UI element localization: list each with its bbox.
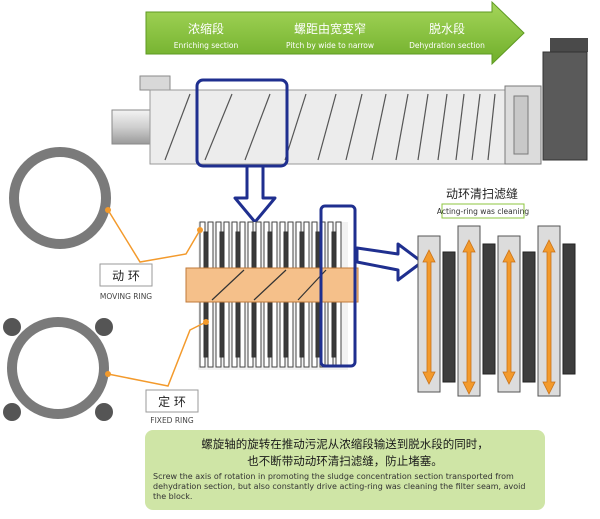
fixed-ring-label-zh: 定 环 [158,394,186,409]
caption-zh-line-2: 也不断带动动环清扫滤缝，防止堵塞。 [247,454,443,468]
fixed-ring [7,317,109,419]
moving-ring-label-en: MOVING RING [100,292,152,301]
banner-section-1-zh: 浓缩段 [188,21,224,36]
highlight-box-enriching [195,78,289,168]
cleaning-label-box [441,203,525,219]
moving-ring-leader-dot-end [197,227,203,233]
moving-plates [442,243,576,383]
moving-ring [9,147,111,249]
caption-zh-line-1: 螺旋轴的旋转在推动污泥从浓缩段输送到脱水段的同时， [201,437,489,451]
caption-en: Screw the axis of rotation in promoting … [153,472,526,501]
arrow-to-detail [355,242,424,282]
drive-motor-top [550,38,588,52]
cleaning-label-en: Acting-ring was cleaning [437,207,529,216]
banner-section-2-zh: 螺距由宽变窄 [294,21,366,36]
moving-ring-label-box [99,263,153,287]
arrow-to-ring-stack [233,164,277,224]
screw-flights [164,93,496,161]
shaft-right-collar [513,95,529,155]
screw-shaft-core [185,267,359,303]
drive-motor [542,51,588,161]
fixed-ring-lugs [3,318,113,421]
motion-arrows [422,239,556,395]
highlight-box-dehydration [319,204,357,368]
banner-section-3-en: Dehydration section [409,41,485,50]
fixed-ring-label-en: FIXED RING [150,416,194,425]
process-banner-arrow [145,0,525,66]
fixed-ring-leader-dot-end [203,319,209,325]
banner-section-1-en: Enriching section [174,41,239,50]
moving-ring-label-zh: 动 环 [112,269,140,283]
fixed-ring-label-box [145,389,199,413]
fixed-ring-leader [107,321,207,387]
shaft-left-cap [139,75,171,91]
moving-ring-leader-dot [105,207,111,213]
banner-section-2-en: Pitch by wide to narrow [286,41,374,50]
caption-box: 螺旋轴的旋转在推动污泥从浓缩段输送到脱水段的同时， 也不断带动动环清扫滤缝，防止… [145,430,545,510]
moving-ring-leader [107,209,201,263]
banner-section-3-zh: 脱水段 [429,21,465,36]
cleaning-label-zh: 动环清扫滤缝 [446,186,518,201]
shaft-thread-base [149,89,511,165]
fixed-ring-leader-dot [105,371,111,377]
